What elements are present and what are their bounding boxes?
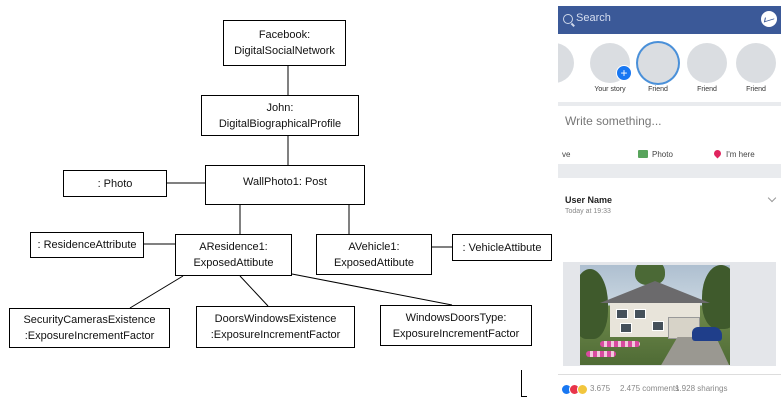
search-input[interactable]: Search: [576, 12, 611, 24]
sharings-count[interactable]: 1.928 sharings: [675, 384, 728, 393]
node-vehicle-attribute-label: : VehicleAttibute: [462, 241, 542, 254]
reaction-count[interactable]: 3.675: [590, 384, 611, 393]
node-john-line1: John:: [266, 101, 294, 114]
line-aresidence-security: [129, 275, 184, 309]
facebook-screenshot: Search + Your story Friend Friend Friend…: [558, 6, 781, 401]
story-friend-2[interactable]: [687, 43, 727, 83]
compose-input[interactable]: Write something...: [565, 114, 662, 128]
node-vehicle-attribute: : VehicleAttibute: [452, 234, 552, 261]
node-wallphoto-label: WallPhoto1: Post: [243, 176, 327, 188]
im-here-button[interactable]: I'm here: [726, 150, 755, 159]
node-aresidence-line2: ExposedAttibute: [193, 257, 274, 269]
reactions-bar: 3.675 2.475 comments 1.928 sharings: [558, 374, 781, 401]
node-avehicle-line1: AVehicle1:: [348, 240, 400, 253]
node-john-line2: DigitalBiographicalProfile: [218, 117, 342, 130]
location-pin-icon: [712, 148, 723, 159]
story-label-friend-1: Friend: [648, 86, 668, 93]
node-residence-attribute-label: : ResidenceAttribute: [37, 239, 137, 251]
house-photo[interactable]: [580, 265, 730, 365]
line-aresidence-windows: [291, 273, 453, 306]
story-friend-3[interactable]: [736, 43, 776, 83]
node-residence-attribute: : ResidenceAttribute: [30, 232, 144, 258]
node-facebook-line2: DigitalSocialNetwork: [234, 45, 335, 57]
messenger-icon[interactable]: [761, 11, 777, 27]
post-timestamp: Today at 19:33: [565, 208, 611, 215]
search-icon: [563, 14, 573, 24]
node-aresidence-line1: AResidence1:: [199, 241, 268, 253]
chevron-down-icon[interactable]: [767, 193, 777, 203]
node-photo: : Photo: [63, 170, 167, 197]
node-windows-doors-type-line2: ExposureIncrementFactor: [392, 327, 520, 340]
line-aresidence-doors: [239, 275, 269, 307]
plus-icon[interactable]: +: [616, 65, 632, 81]
node-doors-windows-line1: DoorsWindowsExistence: [214, 313, 337, 325]
photo-icon: [638, 150, 648, 158]
post-user-name[interactable]: User Name: [565, 195, 613, 205]
post-card: User Name Today at 19:33: [558, 178, 781, 401]
node-security-cameras-line2: :ExposureIncrementFactor: [24, 330, 155, 342]
node-aresidence: AResidence1: ExposedAttibute: [175, 234, 292, 276]
node-facebook-line1: Facebook:: [258, 29, 311, 41]
node-facebook: Facebook: DigitalSocialNetwork: [223, 20, 346, 66]
composer: Write something... ve Photo I'm here: [558, 106, 781, 164]
wow-icon[interactable]: [577, 384, 588, 395]
connector-lines: [129, 66, 453, 309]
composer-actions: ve Photo I'm here: [558, 148, 781, 164]
stories-bar: + Your story Friend Friend Friend: [558, 34, 781, 102]
node-doors-windows: DoorsWindowsExistence :ExposureIncrement…: [196, 306, 355, 348]
photo-button[interactable]: Photo: [652, 150, 673, 159]
node-doors-windows-line2: :ExposureIncrementFactor: [210, 329, 341, 341]
node-security-cameras-line1: SecurityCamerasExistence: [23, 314, 156, 326]
node-windows-doors-type-line1: WindowsDoorsType:: [405, 311, 507, 324]
uml-object-diagram: Facebook: DigitalSocialNetwork John: Dig…: [9, 20, 552, 348]
node-security-cameras: SecurityCamerasExistence :ExposureIncrem…: [9, 308, 170, 348]
story-label-your-story: Your story: [594, 86, 626, 93]
frame-corner: [521, 370, 527, 397]
node-photo-label: : Photo: [97, 177, 133, 190]
node-avehicle-line2: ExposedAttibute: [333, 256, 415, 269]
top-bar: Search: [558, 6, 781, 34]
story-friend-1[interactable]: [638, 43, 678, 83]
node-avehicle: AVehicle1: ExposedAttibute: [316, 234, 432, 275]
node-wallphoto: WallPhoto1: Post: [205, 165, 365, 205]
story-partial[interactable]: [558, 43, 574, 83]
post-photo-area: [563, 262, 776, 366]
story-label-friend-2: Friend: [697, 86, 717, 93]
story-label-friend-3: Friend: [746, 86, 766, 93]
node-windows-doors-type: WindowsDoorsType: ExposureIncrementFacto…: [380, 305, 532, 346]
node-john: John: DigitalBiographicalProfile: [201, 95, 359, 136]
comments-count[interactable]: 2.475 comments: [620, 384, 680, 393]
live-button[interactable]: ve: [562, 150, 571, 159]
